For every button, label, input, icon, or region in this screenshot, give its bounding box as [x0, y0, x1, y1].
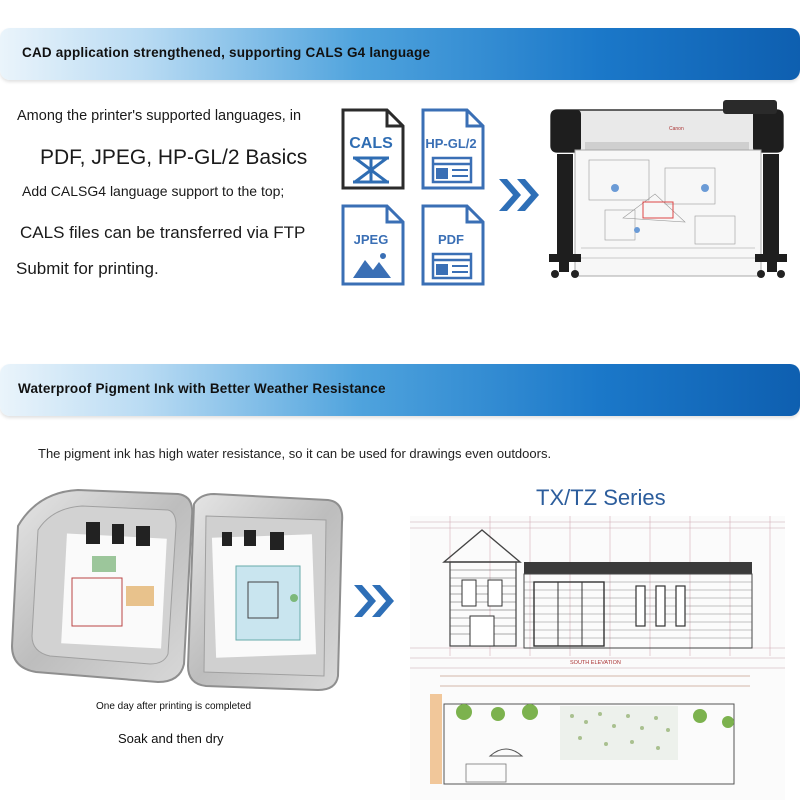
jpeg-icon-label: JPEG [354, 232, 389, 247]
one-day-caption: One day after printing is completed [96, 701, 252, 712]
series-title: TX/TZ Series [536, 485, 666, 510]
section1-banner: CAD application strengthened, supporting… [0, 28, 800, 80]
section2-title: Waterproof Pigment Ink with Better Weath… [18, 381, 386, 396]
intro-line-4: CALS files can be transferred via FTP [20, 223, 306, 242]
intro-line-1: Among the printer's supported languages,… [17, 108, 302, 124]
large-format-printer-image: Canon [545, 98, 795, 288]
pdf-file-icon: PDF [421, 204, 485, 286]
section2-banner: Waterproof Pigment Ink with Better Weath… [0, 364, 800, 416]
section1-title: CAD application strengthened, supporting… [22, 45, 431, 60]
pigment-ink-description: The pigment ink has high water resistanc… [38, 446, 552, 461]
architectural-drawing-image: SOUTH ELEVATION [410, 516, 785, 800]
cals-icon-label: CALS [349, 135, 393, 152]
hpgl-icon-label: HP-GL/2 [425, 136, 476, 151]
soak-dry-caption: Soak and then dry [118, 731, 224, 746]
double-chevron-right-icon [497, 177, 545, 218]
intro-line-2: PDF, JPEG, HP-GL/2 Basics [40, 146, 308, 169]
cals-file-icon: CALS [341, 108, 405, 190]
jpeg-file-icon: JPEG [341, 204, 405, 286]
intro-line-3: Add CALSG4 language support to the top; [22, 183, 285, 199]
south-elevation-label: SOUTH ELEVATION [570, 660, 621, 666]
pdf-icon-label: PDF [438, 232, 464, 247]
double-chevron-right-icon-2 [352, 583, 400, 624]
hpgl-file-icon: HP-GL/2 [421, 108, 485, 190]
intro-line-5: Submit for printing. [16, 259, 159, 278]
printer-brand: Canon [669, 126, 684, 132]
soaked-drawings-tray-image [8, 486, 348, 696]
